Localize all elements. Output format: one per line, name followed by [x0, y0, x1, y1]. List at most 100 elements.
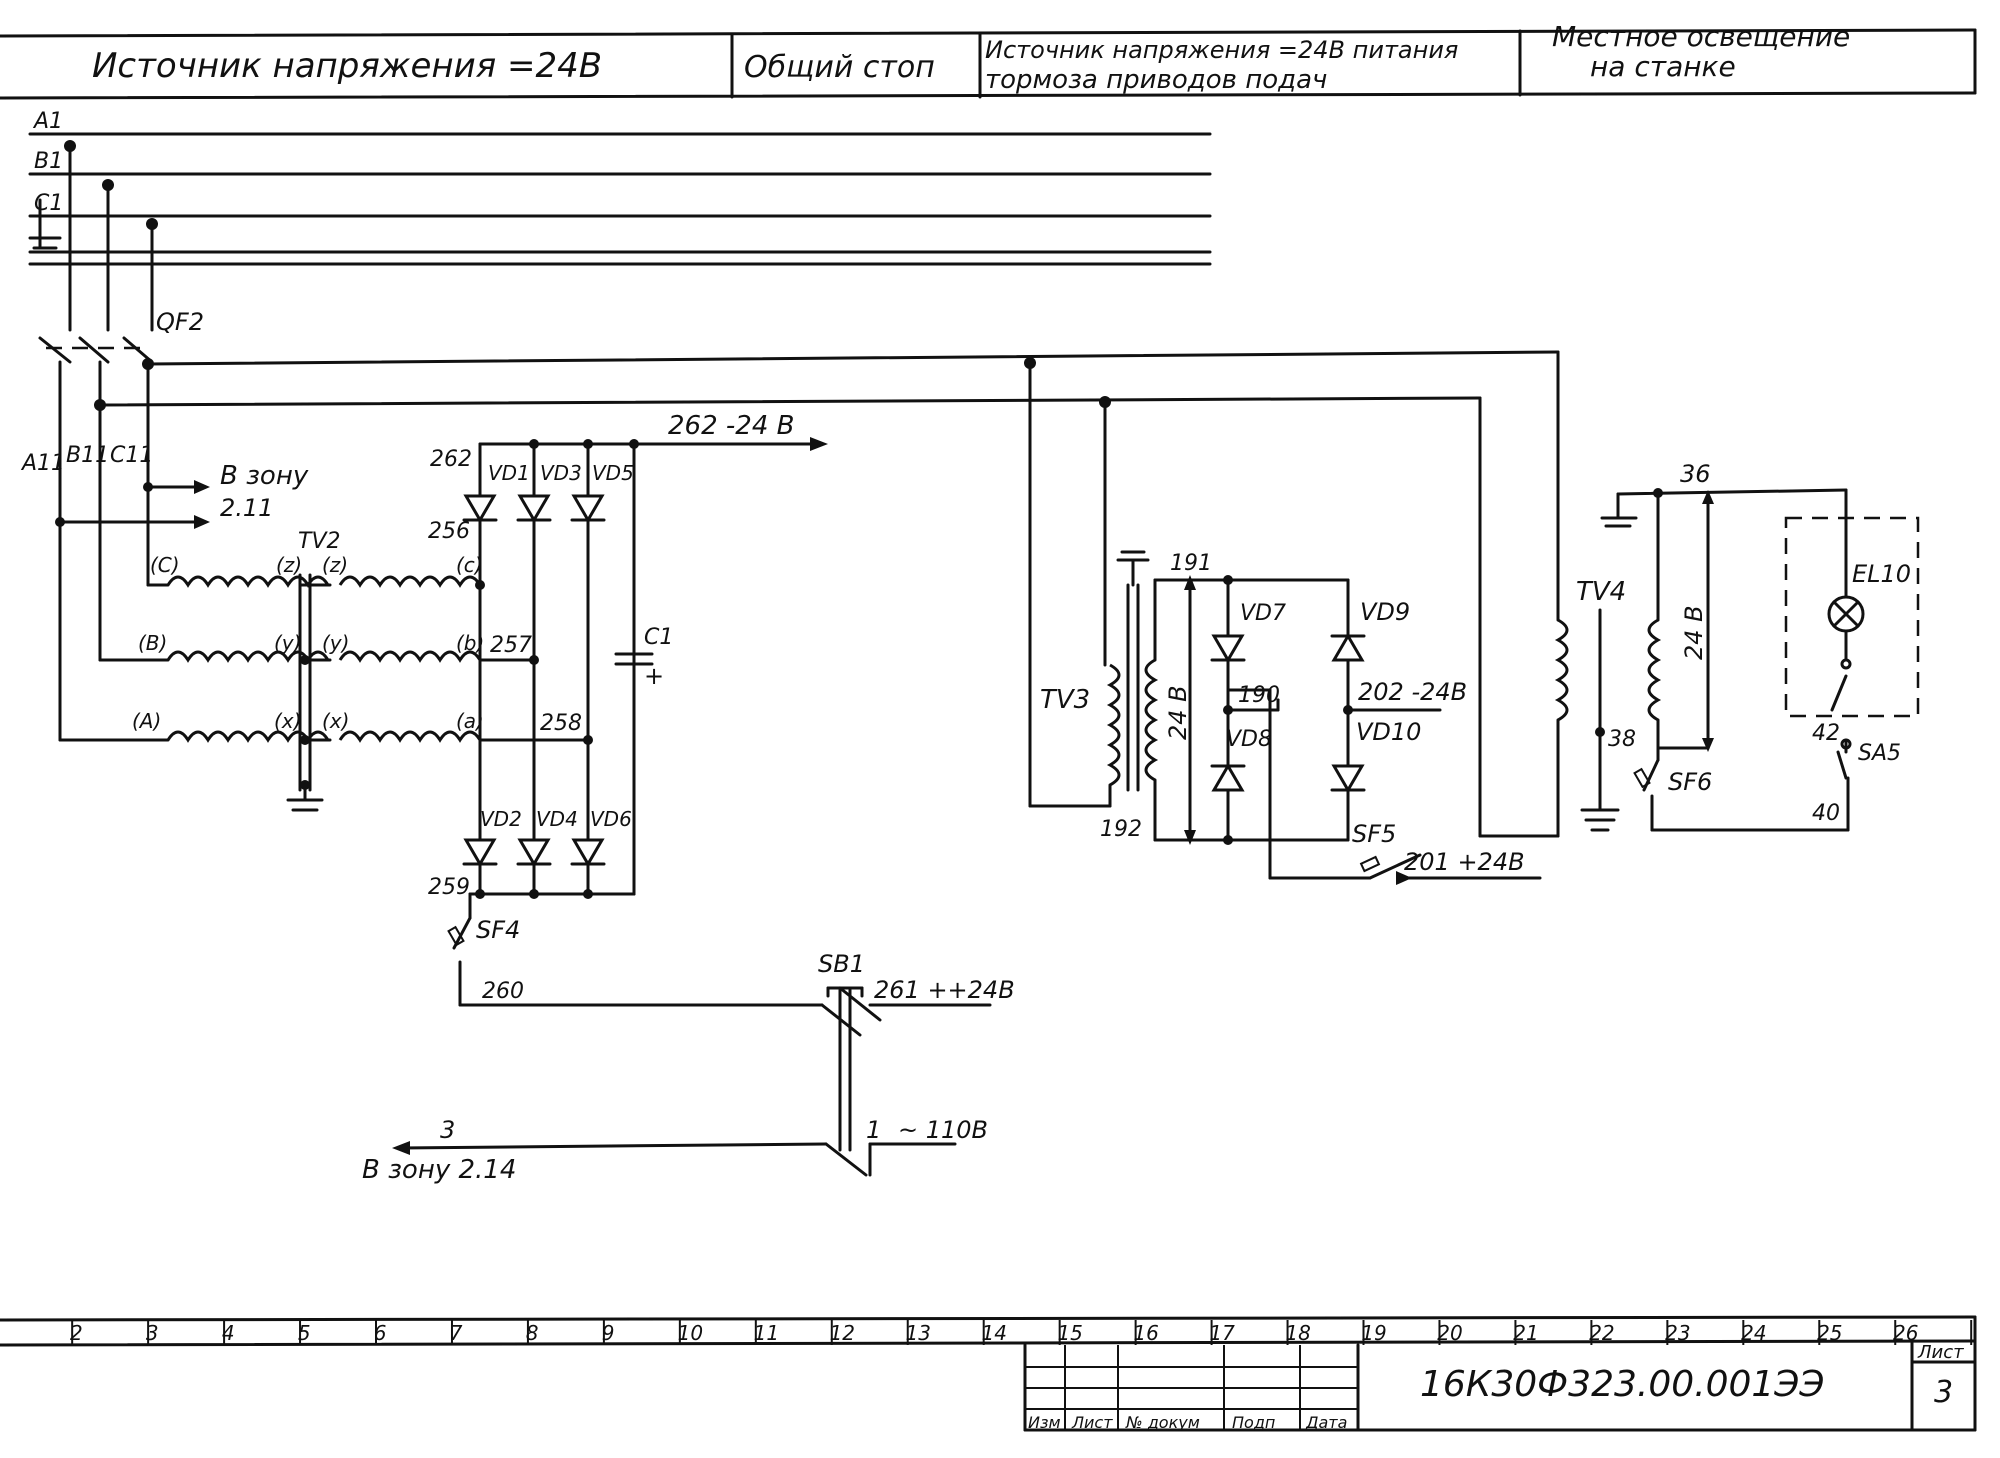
switch-sf5[interactable]: [1359, 853, 1542, 885]
button-sb1-label: SB1: [818, 950, 865, 978]
column-number: 18: [1285, 1321, 1310, 1345]
column-number: 14: [982, 1321, 1007, 1345]
node-190-label: 190: [1238, 683, 1280, 708]
brake-voltage-label: 24 В: [1164, 685, 1192, 740]
switch-sf6-label: SF6: [1668, 768, 1712, 796]
estop-wire-3: 3: [440, 1116, 455, 1144]
header-lighting-label-1: Местное освещение: [1552, 20, 1850, 53]
node-191-label: 191: [1170, 551, 1212, 576]
capacitor-plus-sign: +: [644, 662, 664, 690]
branch-zone-ref: 2.11: [220, 494, 273, 522]
brake-output-plus: 201 +24В: [1404, 848, 1525, 876]
column-number: 23: [1665, 1321, 1690, 1345]
column-number: 15: [1057, 1321, 1082, 1345]
title-block-frame: [1023, 1315, 1977, 1432]
column-number: 2: [70, 1321, 83, 1345]
column-number: 22: [1589, 1321, 1614, 1345]
transformer-tv4-label: TV4: [1576, 577, 1626, 607]
sheet-label: Лист: [1917, 1342, 1964, 1363]
lighting-circuit: [1600, 488, 1848, 752]
diode-vd1-label: VD1: [488, 461, 530, 485]
rectifier-output-minus: 262 -24 В: [668, 411, 794, 441]
column-number: 6: [374, 1321, 387, 1345]
bus-label-c1: C1: [34, 191, 63, 216]
column-number: 26: [1893, 1321, 1918, 1345]
lamp-enclosure: [1784, 516, 1920, 718]
brake-bridge: [1210, 575, 1442, 880]
node-262-label: 262: [430, 447, 472, 472]
transformer-tv2: [166, 573, 482, 812]
tv2-prim-left-a: (A): [132, 709, 161, 733]
branch-zone-label: В зону: [220, 461, 309, 491]
capacitor-c1-label: C1: [644, 625, 673, 650]
column-number: 20: [1437, 1321, 1462, 1345]
switch-sf5-label: SF5: [1352, 820, 1396, 848]
diode-vd10-label: VD10: [1356, 718, 1421, 746]
tv2-prim-right-x: (x): [274, 709, 301, 733]
column-number: 4: [222, 1321, 235, 1345]
header-brake-label-2: тормоза приводов подач: [985, 65, 1327, 95]
tv2-sec-right-c: (c): [456, 553, 483, 577]
sheet-number: 3: [1934, 1375, 1953, 1410]
title-col-list: Лист: [1071, 1413, 1113, 1432]
column-number: 7: [450, 1321, 463, 1345]
estop-zone-wire: [392, 1141, 828, 1155]
title-col-doc: № докум: [1125, 1413, 1200, 1432]
estop-out-261: 261 ++24В: [874, 976, 1015, 1004]
column-number: 25: [1817, 1321, 1842, 1345]
column-number: 16: [1133, 1321, 1158, 1345]
breaker-qf2[interactable]: [38, 336, 154, 742]
column-number: 11: [754, 1321, 779, 1345]
estop-wire-1: 1: [866, 1116, 881, 1144]
tv2-sec-left-x: (x): [322, 709, 349, 733]
header-brake-label-1: Источник напряжения =24В питания: [985, 36, 1458, 64]
column-number: 5: [298, 1321, 311, 1345]
bus-label-b1: B1: [34, 149, 63, 174]
switch-sf4[interactable]: [447, 892, 824, 1007]
node-257-label: 257: [490, 633, 532, 658]
node-192-label: 192: [1100, 817, 1142, 842]
column-number: 17: [1209, 1321, 1235, 1345]
column-strip: [0, 1315, 1977, 1347]
estop-zone-label: В зону 2.14: [362, 1155, 516, 1185]
estop-wire-1-voltage: ~ 110В: [898, 1116, 988, 1144]
column-number: 8: [526, 1321, 539, 1345]
diode-vd4-label: VD4: [536, 807, 578, 831]
column-number: 3: [146, 1321, 159, 1345]
transformer-tv3: [1028, 361, 1350, 845]
node-256-label: 256: [428, 519, 470, 544]
header-frame: [0, 28, 1977, 100]
switch-sf6[interactable]: [1633, 748, 1850, 832]
node-40-label: 40: [1812, 801, 1840, 826]
transformer-tv2-label: TV2: [298, 529, 341, 554]
ground-icon: [28, 236, 62, 250]
column-number: 10: [678, 1321, 703, 1345]
lighting-voltage-label: 24 В: [1680, 605, 1708, 660]
brake-output-minus: 202 -24В: [1358, 678, 1467, 706]
tv2-prim-right-y: (y): [274, 631, 301, 655]
switch-sa5[interactable]: [1830, 674, 1852, 832]
bus-taps: [64, 140, 158, 332]
lamp-el10-icon: [1827, 488, 1865, 670]
branch-phase-a11: A11: [20, 451, 65, 476]
transformer-tv4: [1478, 350, 1620, 838]
tv2-prim-left-c: (C): [150, 553, 180, 577]
tv2-sec-left-y: (y): [322, 631, 349, 655]
lamp-el10-label: EL10: [1852, 560, 1911, 588]
button-sb1[interactable]: [820, 986, 992, 1177]
tv2-prim-left-b: (B): [138, 631, 167, 655]
column-number: 24: [1741, 1321, 1766, 1345]
diode-vd5-label: VD5: [592, 461, 634, 485]
tv2-primary-leads: [58, 583, 170, 742]
main-buses: [28, 132, 1212, 266]
column-number: 19: [1361, 1321, 1386, 1345]
tv2-sec-left-z: (z): [322, 553, 348, 577]
supply-lines-right: [94, 350, 1560, 411]
diode-vd2-label: VD2: [480, 807, 522, 831]
branch-phase-c11: C11: [110, 443, 153, 468]
title-col-date: Дата: [1305, 1413, 1347, 1432]
document-code: 16К30Ф323.00.001ЭЭ: [1420, 1364, 1825, 1405]
rectifier-bridge: [462, 437, 828, 899]
